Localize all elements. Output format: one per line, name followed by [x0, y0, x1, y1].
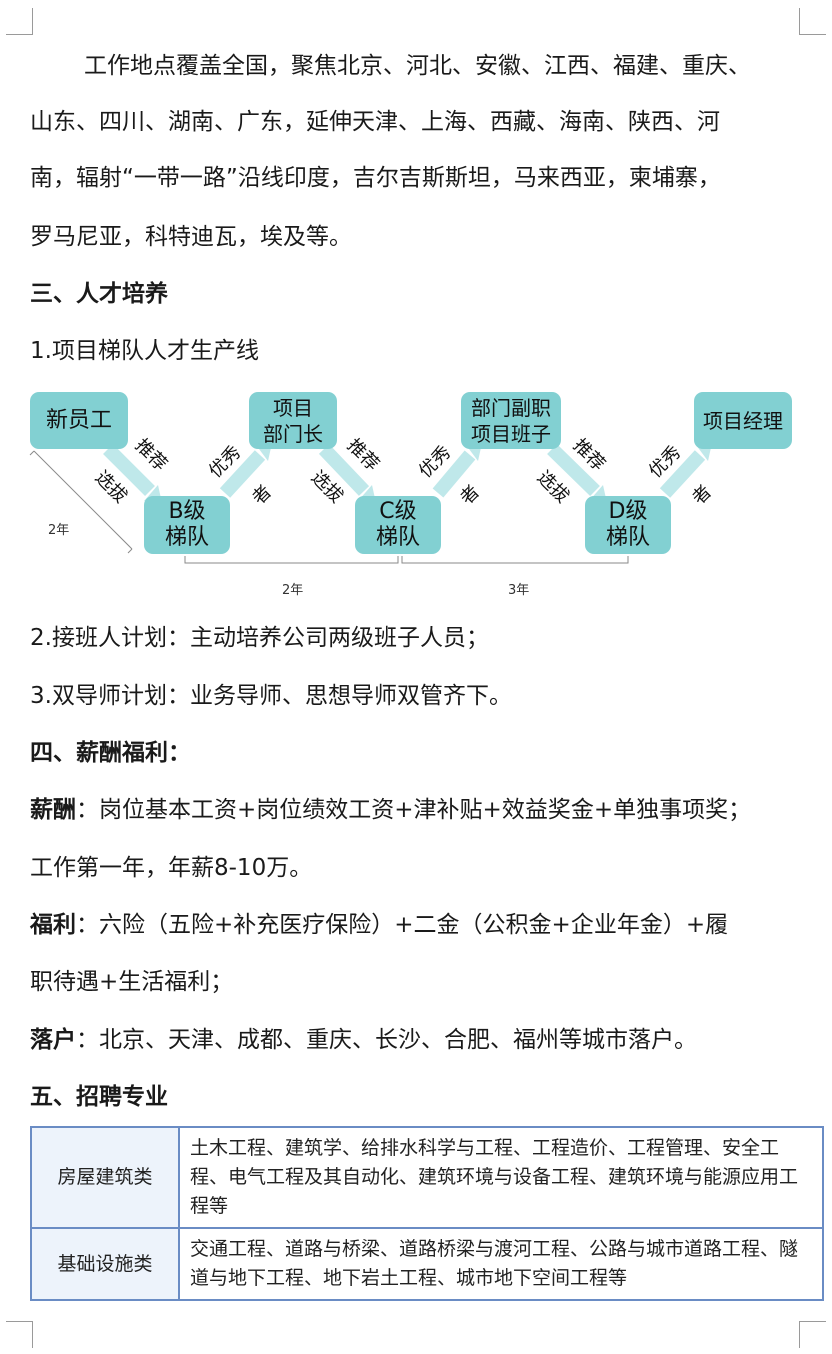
arrow-d-to-pm: [659, 450, 706, 498]
node-dept-deputy: 部门副职 项目班子: [461, 392, 561, 449]
table-row: 基础设施类 交通工程、道路与桥梁、道路桥梁与渡河工程、公路与城市道路工程、隧道与…: [30, 1227, 824, 1301]
corner-mark-top-left: [6, 8, 33, 35]
welfare-line-2: 职待遇+生活福利；: [30, 969, 234, 995]
majors-cell: 土木工程、建筑学、给排水科学与工程、工程造价、工程管理、安全工程、电气工程及其自…: [178, 1126, 824, 1229]
arrow-c-to-deputy: [432, 450, 476, 498]
node-d-level: D级 梯队: [585, 496, 671, 554]
salary-line: 薪酬：岗位基本工资+岗位绩效工资+津补贴+效益奖金+单独事项奖；: [30, 795, 751, 825]
arrow-deputy-to-d: [547, 443, 600, 497]
salary-line-2: 工作第一年，年薪8-10万。: [30, 855, 313, 881]
node-c-level: C级 梯队: [355, 496, 441, 554]
span-bracket-3: [401, 556, 629, 564]
duration-label-3: 3年: [508, 583, 530, 598]
intro-line-3: 南，辐射“一带一路”沿线印度，吉尔吉斯斯坦，马来西亚，柬埔寨，: [30, 165, 721, 191]
category-cell: 房屋建筑类: [30, 1126, 180, 1229]
welfare-label: 福利: [30, 912, 76, 938]
corner-mark-bottom-right: [799, 1321, 826, 1348]
arrow-dept-to-c: [318, 444, 370, 496]
arrow-b-to-dept: [219, 450, 266, 498]
category-cell: 基础设施类: [30, 1227, 180, 1301]
span-bracket-1: [33, 450, 133, 550]
welfare-line: 福利：六险（五险+补充医疗保险）+二金（公积金+企业年金）+履: [30, 910, 728, 940]
salary-text: ：岗位基本工资+岗位绩效工资+津补贴+效益奖金+单独事项奖；: [76, 797, 752, 823]
section-5-title: 五、招聘专业: [30, 1084, 168, 1110]
node-project-manager: 项目经理: [694, 392, 792, 449]
corner-mark-top-right: [799, 8, 826, 35]
section-3-item-3: 3.双导师计划：业务导师、思想导师双管齐下。: [30, 683, 512, 709]
node-b-level: B级 梯队: [144, 496, 230, 554]
section-3-item-1: 1.项目梯队人才生产线: [30, 338, 259, 364]
section-3-title: 三、人才培养: [30, 281, 168, 307]
hukou-line: 落户：北京、天津、成都、重庆、长沙、合肥、福州等城市落户。: [30, 1025, 697, 1055]
node-new-employee: 新员工: [30, 392, 128, 449]
welfare-text: ：六险（五险+补充医疗保险）+二金（公积金+企业年金）+履: [76, 912, 729, 938]
hukou-label: 落户: [30, 1027, 76, 1053]
talent-pipeline-diagram: 新员工 B级 梯队 项目 部门长 C级 梯队 部门副职 项目班子 D级 梯队 项…: [20, 383, 820, 605]
majors-table: 房屋建筑类 土木工程、建筑学、给排水科学与工程、工程造价、工程管理、安全工程、电…: [30, 1126, 824, 1301]
majors-cell: 交通工程、道路与桥梁、道路桥梁与渡河工程、公路与城市道路工程、隧道与地下工程、地…: [178, 1227, 824, 1301]
section-4-title: 四、薪酬福利：: [30, 740, 191, 766]
intro-line-1: 工作地点覆盖全国，聚焦北京、河北、安徽、江西、福建、重庆、: [84, 53, 751, 79]
duration-label-2: 2年: [282, 583, 304, 598]
duration-label-1: 2年: [48, 523, 70, 538]
arrow-new-to-b: [103, 444, 155, 496]
hukou-text: ：北京、天津、成都、重庆、长沙、合肥、福州等城市落户。: [76, 1027, 697, 1053]
node-project-dept-head: 项目 部门长: [249, 392, 337, 449]
table-row: 房屋建筑类 土木工程、建筑学、给排水科学与工程、工程造价、工程管理、安全工程、电…: [30, 1126, 824, 1229]
corner-mark-bottom-left: [6, 1321, 33, 1348]
intro-line-2: 山东、四川、湖南、广东，延伸天津、上海、西藏、海南、陕西、河: [30, 109, 720, 135]
section-3-item-2: 2.接班人计划：主动培养公司两级班子人员；: [30, 625, 489, 651]
intro-line-4: 罗马尼亚，科特迪瓦，埃及等。: [30, 224, 352, 250]
salary-label: 薪酬: [30, 797, 76, 823]
span-bracket-2: [184, 556, 399, 564]
